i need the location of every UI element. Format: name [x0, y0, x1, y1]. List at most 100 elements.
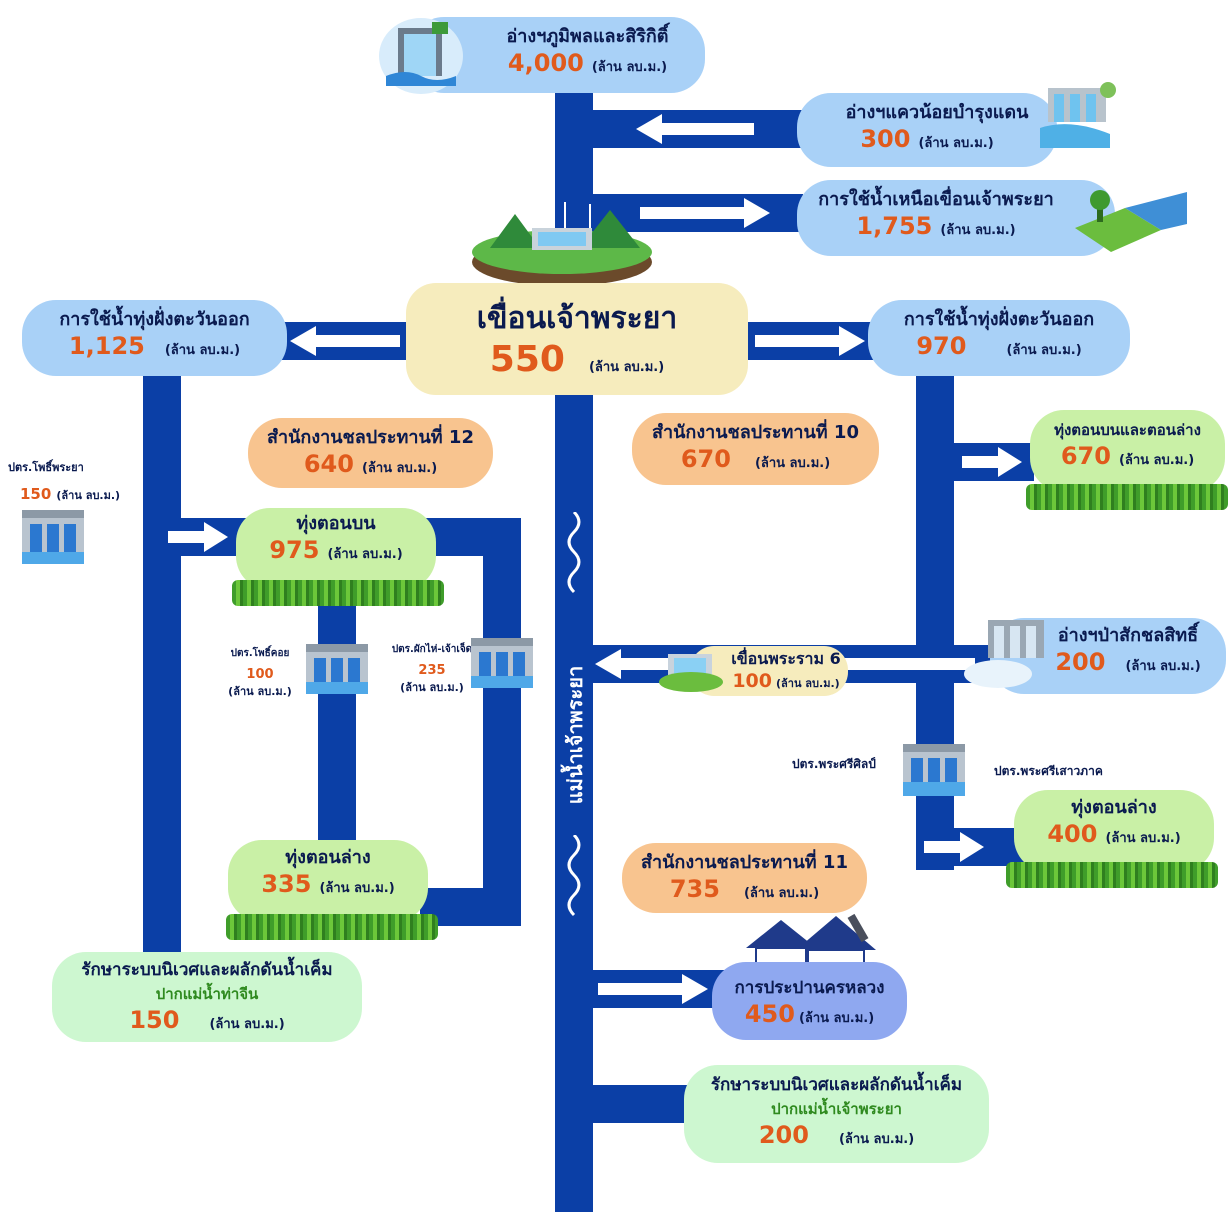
lower-field-west-unit: (ล้าน ลบ.ม.): [319, 881, 395, 896]
phonphraya-title: ปตร.โพธิ์พระยา: [8, 461, 84, 474]
office11-title: สำนักงานชลประทานที่ 11: [641, 852, 848, 873]
lower-field-west-value: 335: [261, 870, 312, 898]
office12-value: 640: [303, 450, 354, 478]
irrigation-field-icon: [1075, 190, 1187, 252]
upstream-use-unit: (ล้าน ลบ.ม.): [940, 223, 1016, 238]
office12-box: สำนักงานชลประทานที่ 12 640 (ล้าน ลบ.ม.): [248, 418, 493, 488]
arrow-left-kwae-noi: [636, 114, 754, 144]
pasak-unit: (ล้าน ลบ.ม.): [1125, 659, 1201, 674]
rama6-value: 100: [732, 670, 772, 692]
mwa-title: การประปานครหลวง: [734, 978, 885, 998]
mouth-unit: (ล้าน ลบ.ม.): [838, 1132, 915, 1147]
west-use-unit: (ล้าน ลบ.ม.): [164, 343, 241, 358]
phrasri-saowapak-title: ปตร.พระศรีเสาวภาค: [994, 764, 1103, 778]
wave-icon: [567, 835, 581, 917]
chao-phraya-dam-icon: [472, 202, 652, 286]
mwa-box: การประปานครหลวง 450(ล้าน ลบ.ม.): [712, 962, 907, 1040]
office12-unit: (ล้าน ลบ.ม.): [361, 461, 438, 476]
wave-icon: [567, 512, 581, 594]
rama6-box: เขื่อนพระราม 6 100 (ล้าน ลบ.ม.): [690, 646, 848, 696]
east-use-title: การใช้น้ำทุ่งฝั่งตะวันออก: [903, 309, 1095, 330]
kwae-noi-title: อ่างฯแควน้อยบำรุงแดน: [845, 102, 1029, 123]
dam-value: 550: [489, 339, 565, 380]
floodgate-icon: [471, 638, 533, 688]
west-use-title: การใช้น้ำทุ่งฝั่งตะวันออก: [59, 309, 250, 330]
grass-decoration: [232, 580, 444, 606]
top-reservoir-title: อ่างฯภูมิพลและสิริกิติ์: [506, 26, 669, 47]
upper-field-west-unit: (ล้าน ลบ.ม.): [327, 547, 403, 562]
phokhoi-title: ปตร.โพธิ์คอย: [230, 648, 290, 659]
east-fields-box: ทุ่งตอนบนและตอนล่าง 670 (ล้าน ลบ.ม.): [1030, 410, 1225, 492]
arrow-right-mwa: [598, 974, 708, 1004]
lower-field-east-box: ทุ่งตอนล่าง 400(ล้าน ลบ.ม.): [1014, 790, 1214, 872]
east-use-value: 970: [916, 332, 967, 360]
rama6-title: เขื่อนพระราม 6: [731, 649, 841, 668]
east-use-unit: (ล้าน ลบ.ม.): [1006, 343, 1082, 358]
office11-box: สำนักงานชลประทานที่ 11 735(ล้าน ลบ.ม.): [622, 843, 867, 913]
arrow-right-upper-field: [168, 522, 228, 552]
upper-field-west-title: ทุ่งตอนบน: [296, 513, 376, 534]
office12-title: สำนักงานชลประทานที่ 12: [267, 427, 474, 448]
west-inner-pipe: [318, 600, 356, 850]
tha-chin-box: รักษาระบบนิเวศและผลักดันน้ำเค็ม ปากแม่น้…: [52, 952, 362, 1042]
dam-icon: [379, 18, 463, 94]
top-reservoir-value: 4,000: [507, 49, 584, 77]
tha-chin-subtitle: ปากแม่น้ำท่าจีน: [155, 985, 259, 1003]
west-use-box: การใช้น้ำทุ่งฝั่งตะวันออก 1,125 (ล้าน ลบ.…: [22, 300, 287, 376]
floodgate-icon: [903, 744, 965, 796]
grass-decoration: [1006, 862, 1218, 888]
river-label: แม่น้ำเจ้าพระยา: [563, 665, 587, 805]
floodgate-icon: [306, 644, 368, 694]
phokhoi-unit: (ล้าน ลบ.ม.): [228, 685, 292, 698]
arrow-left-west: [290, 326, 400, 356]
office10-box: สำนักงานชลประทานที่ 10 670(ล้าน ลบ.ม.): [632, 413, 879, 485]
lower-field-east-value: 400: [1047, 820, 1098, 848]
east-fields-value: 670: [1060, 442, 1111, 470]
upper-field-west-box: ทุ่งตอนบน 975 (ล้าน ลบ.ม.): [236, 508, 436, 590]
rama6-unit: (ล้าน ลบ.ม.): [776, 677, 840, 690]
phonphraya-label: ปตร.โพธิ์พระยา 150 (ล้าน ลบ.ม.): [8, 458, 138, 504]
office10-unit: (ล้าน ลบ.ม.): [754, 456, 831, 471]
phokhoi-label: ปตร.โพธิ์คอย 100 (ล้าน ลบ.ม.): [220, 646, 300, 700]
grass-decoration: [1026, 484, 1228, 510]
kwae-noi-value: 300: [860, 125, 911, 153]
mouth-title: รักษาระบบนิเวศและผลักดันน้ำเค็ม: [710, 1075, 963, 1095]
tha-chin-title: รักษาระบบนิเวศและผลักดันน้ำเค็ม: [81, 960, 333, 980]
houses-icon: [746, 913, 876, 970]
pasak-value: 200: [1055, 648, 1106, 676]
lower-field-west-title: ทุ่งตอนล่าง: [285, 847, 371, 868]
phakhai-label: ปตร.ผักไห่-เจ้าเจ็ด 235 (ล้าน ลบ.ม.): [382, 642, 482, 696]
west-use-value: 1,125: [68, 332, 145, 360]
upstream-use-box: การใช้น้ำเหนือเขื่อนเจ้าพระยา 1,755(ล้าน…: [797, 180, 1115, 256]
arrow-right-upstream: [640, 198, 770, 228]
mouth-value: 200: [758, 1121, 809, 1149]
mwa-unit: (ล้าน ลบ.ม.): [798, 1011, 875, 1026]
mwa-value: 450: [744, 1000, 795, 1028]
office10-value: 670: [680, 445, 731, 473]
arrow-right-east-fields: [962, 447, 1022, 477]
lower-field-east-title: ทุ่งตอนล่าง: [1071, 797, 1157, 818]
upper-field-west-value: 975: [269, 536, 320, 564]
tha-chin-unit: (ล้าน ลบ.ม.): [209, 1017, 285, 1032]
mouth-subtitle: ปากแม่น้ำเจ้าพระยา: [771, 1100, 902, 1118]
phakhai-unit: (ล้าน ลบ.ม.): [400, 681, 464, 694]
phokhoi-value: 100: [246, 667, 274, 682]
lower-field-west-box: ทุ่งตอนล่าง 335 (ล้าน ลบ.ม.): [228, 840, 428, 922]
dam-title: เขื่อนเจ้าพระยา: [476, 301, 678, 336]
pasak-title: อ่างฯป่าสักชลสิทธิ์: [1057, 625, 1199, 646]
kwae-noi-box: อ่างฯแควน้อยบำรุงแดน 300(ล้าน ลบ.ม.): [797, 93, 1057, 167]
spillway-icon: [1040, 82, 1116, 148]
dam-unit: (ล้าน ลบ.ม.): [588, 360, 665, 375]
arrow-right-lower-east: [924, 832, 984, 862]
grass-decoration: [226, 914, 438, 940]
west-right-pipe: [483, 518, 521, 926]
phakhai-value: 235: [418, 663, 446, 678]
top-reservoir-unit: (ล้าน ลบ.ม.): [591, 60, 668, 75]
arrow-right-east: [755, 326, 865, 356]
east-fields-unit: (ล้าน ลบ.ม.): [1118, 453, 1195, 468]
office11-value: 735: [669, 875, 720, 903]
spillway-icon: [964, 620, 1044, 688]
phonphraya-value: 150: [20, 485, 52, 503]
east-fields-title: ทุ่งตอนบนและตอนล่าง: [1054, 421, 1201, 439]
chao-phraya-mouth-box: รักษาระบบนิเวศและผลักดันน้ำเค็ม ปากแม่น้…: [684, 1065, 989, 1163]
